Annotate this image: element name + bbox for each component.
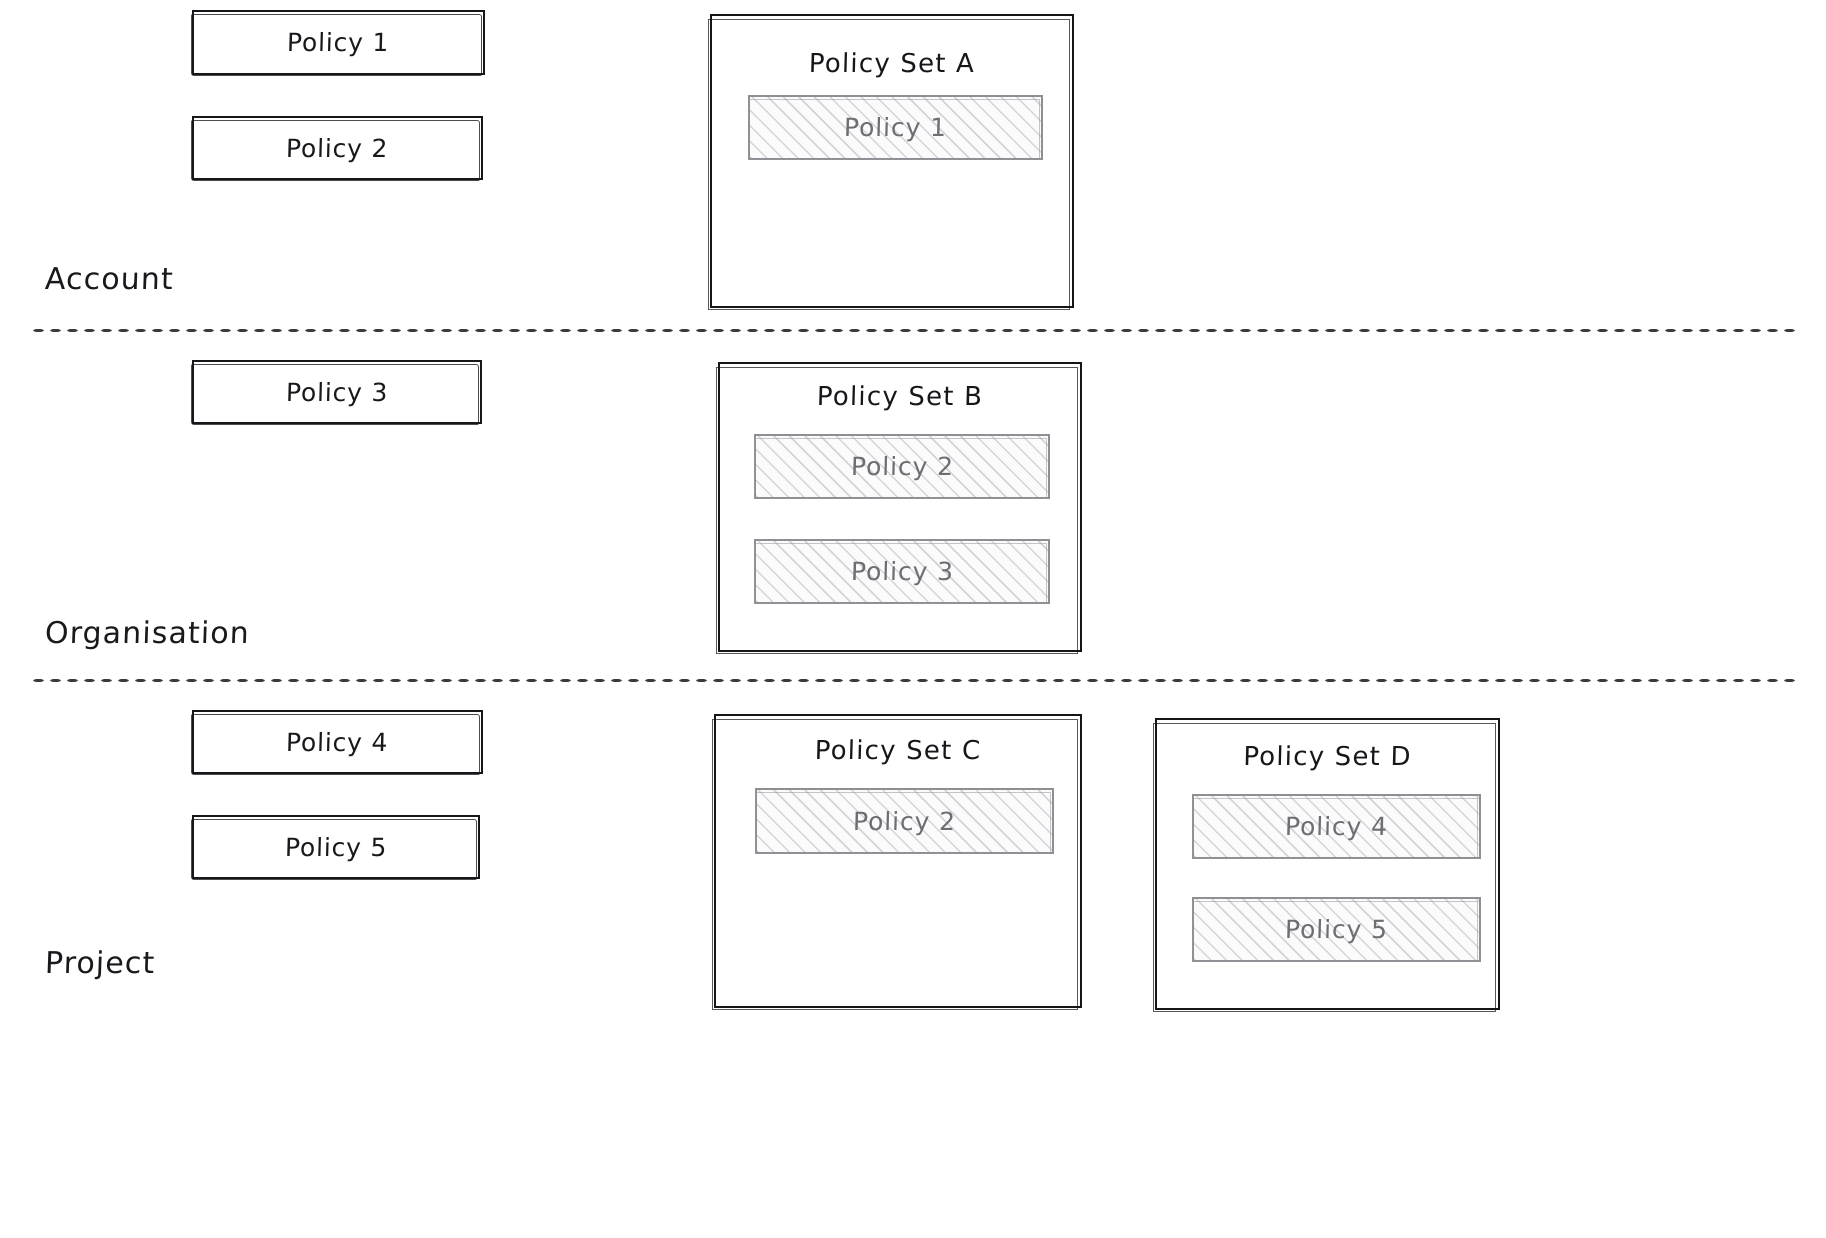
policy-box-policy-5[interactable]: Policy 5 [191, 815, 480, 880]
policy-chip-policy-5[interactable]: Policy 5 [1192, 897, 1481, 962]
policy-chip-label: Policy 4 [1284, 812, 1389, 841]
policy-box-label: Policy 3 [285, 377, 389, 407]
policy-chip-policy-3[interactable]: Policy 3 [754, 539, 1050, 604]
policy-chip-label: Policy 1 [843, 113, 948, 142]
policy-set-a[interactable]: Policy Set A Policy 1 [708, 14, 1074, 310]
policy-box-policy-1[interactable]: Policy 1 [191, 10, 485, 76]
policy-chip-label: Policy 2 [852, 806, 957, 836]
policy-box-label: Policy 5 [284, 832, 388, 862]
policy-box-label: Policy 1 [287, 28, 390, 57]
divider-account-organisation [30, 328, 1796, 333]
policy-set-title: Policy Set D [1242, 742, 1413, 772]
policy-set-title: Policy Set A [808, 49, 976, 79]
policy-box-policy-4[interactable]: Policy 4 [191, 710, 483, 775]
policy-set-c[interactable]: Policy Set C Policy 2 [712, 714, 1082, 1010]
policy-box-policy-3[interactable]: Policy 3 [191, 360, 482, 425]
policy-box-policy-2[interactable]: Policy 2 [191, 116, 483, 181]
policy-set-d[interactable]: Policy Set D Policy 4 Policy 5 [1153, 718, 1500, 1012]
policy-chip-label: Policy 5 [1284, 915, 1389, 944]
policy-chip-policy-1[interactable]: Policy 1 [748, 95, 1043, 160]
policy-chip-policy-4[interactable]: Policy 4 [1192, 794, 1481, 859]
policy-set-b[interactable]: Policy Set B Policy 2 Policy 3 [716, 362, 1082, 654]
tier-label-account: Account [44, 262, 175, 297]
policy-chip-label: Policy 3 [850, 557, 954, 586]
policy-chip-policy-2[interactable]: Policy 2 [754, 434, 1050, 499]
policy-set-title: Policy Set B [816, 382, 984, 412]
tier-label-project: Project [44, 946, 156, 981]
policy-set-title: Policy Set C [814, 736, 982, 766]
divider-organisation-project [30, 678, 1796, 683]
policy-chip-policy-2[interactable]: Policy 2 [755, 788, 1054, 854]
policy-box-label: Policy 2 [286, 133, 389, 163]
policy-chip-label: Policy 2 [850, 452, 954, 481]
tier-label-organisation: Organisation [44, 616, 251, 651]
policy-box-label: Policy 4 [286, 727, 389, 757]
